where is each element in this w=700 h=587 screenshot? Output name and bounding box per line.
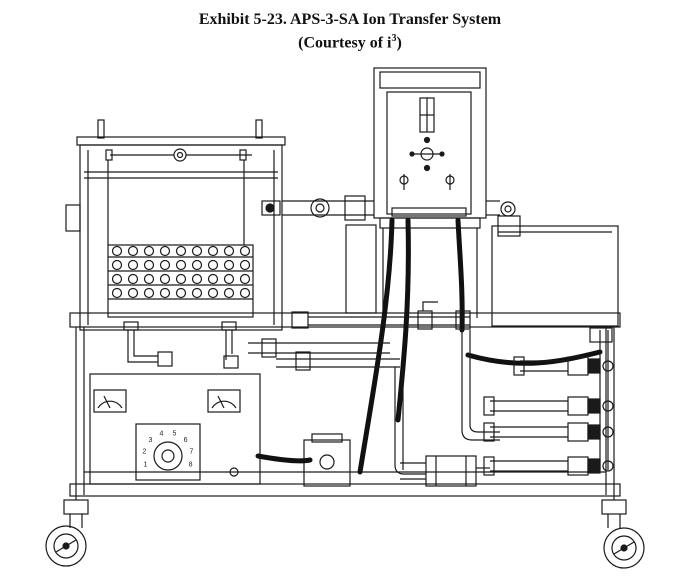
filter-unit bbox=[400, 455, 490, 487]
cart-frame bbox=[69, 312, 621, 500]
caster-right bbox=[601, 499, 645, 569]
figure-caption: Exhibit 5-23. APS-3-SA Ion Transfer Syst… bbox=[0, 10, 700, 52]
figure-courtesy: (Courtesy of i3) bbox=[298, 33, 402, 52]
dial-mark-label: 5 bbox=[173, 430, 177, 437]
process-tank bbox=[65, 119, 286, 331]
dial-mark-label: 1 bbox=[143, 462, 147, 469]
rinse-tank bbox=[491, 201, 619, 327]
caster-left bbox=[45, 499, 89, 567]
dial-mark-label: 4 bbox=[160, 430, 164, 437]
drain-plumbing bbox=[123, 301, 471, 475]
dial-mark-label: 2 bbox=[143, 449, 147, 456]
dial-mark-label: 3 bbox=[148, 437, 152, 444]
valve-manifold bbox=[461, 327, 614, 476]
control-cabinet bbox=[373, 67, 487, 318]
dial-mark-label: 7 bbox=[190, 449, 194, 456]
dial-mark-label: 6 bbox=[184, 437, 188, 444]
parts-basket bbox=[107, 244, 254, 318]
figure-title: Exhibit 5-23. APS-3-SA Ion Transfer Syst… bbox=[198, 11, 502, 28]
hoses bbox=[255, 217, 603, 475]
dial-mark-label: 8 bbox=[189, 462, 193, 469]
power-supply-panel: 1 23 4 567 8 bbox=[89, 373, 261, 485]
